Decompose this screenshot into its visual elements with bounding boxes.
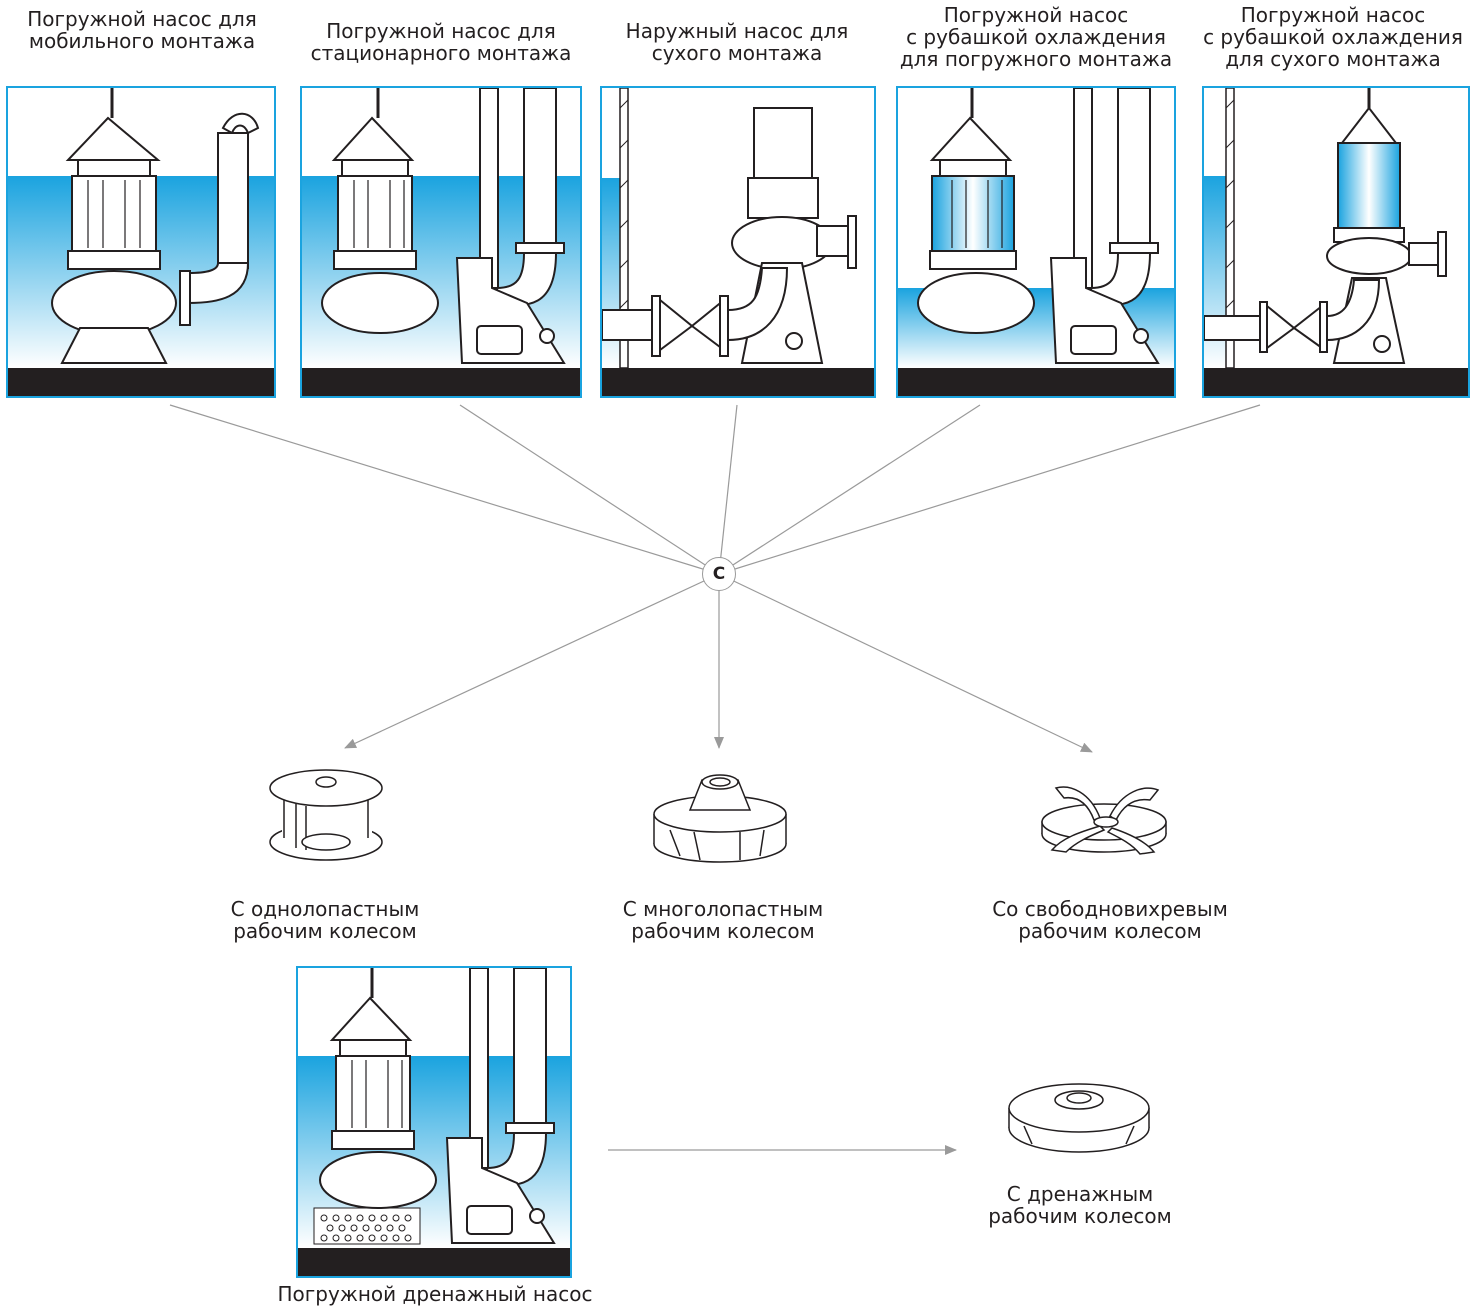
- pump-label-jacket-wet: Погружной насос с рубашкой охлаждения дл…: [899, 3, 1173, 71]
- vortex-impeller-icon: [1041, 786, 1167, 855]
- panel-dry-external: [600, 86, 876, 398]
- impeller-label-vortex: Со свободновихревым рабочим колесом: [992, 897, 1228, 943]
- hub-node: C: [702, 557, 736, 591]
- pump-label-mobile: Погружной насос для мобильного монтажа: [27, 7, 257, 53]
- connector-jacket-dry: [718, 404, 1261, 575]
- impeller-label-single-vane: С однолопастным рабочим колесом: [230, 897, 420, 943]
- drainage-impeller-label: С дренажным рабочим колесом: [988, 1182, 1172, 1228]
- impeller-label-multi-vane: С многолопастным рабочим колесом: [622, 897, 824, 943]
- arrow-single-vane: [344, 573, 720, 749]
- panel-stationary: [300, 86, 582, 398]
- drainage-impeller-icon: [1008, 1083, 1150, 1153]
- connector-stationary: [459, 404, 720, 575]
- panel-jacket-dry: [1202, 86, 1470, 398]
- single-vane-impeller-icon: [269, 769, 383, 861]
- pump-label-dry-external: Наружный насос для сухого монтажа: [625, 19, 849, 65]
- panel-jacket-wet: [896, 86, 1176, 398]
- connector-mobile: [169, 404, 720, 575]
- multi-vane-impeller-icon: [653, 774, 787, 863]
- panel-mobile: [6, 86, 276, 398]
- panel-drainage: [296, 966, 572, 1278]
- arrow-vortex: [718, 573, 1093, 753]
- connector-jacket-wet: [718, 404, 981, 575]
- drainage-pump-label: Погружной дренажный насос: [277, 1282, 593, 1306]
- pump-label-jacket-dry: Погружной насос с рубашкой охлаждения дл…: [1203, 3, 1463, 71]
- connector-dry-external: [718, 404, 738, 575]
- pump-label-stationary: Погружной насос для стационарного монтаж…: [310, 19, 572, 65]
